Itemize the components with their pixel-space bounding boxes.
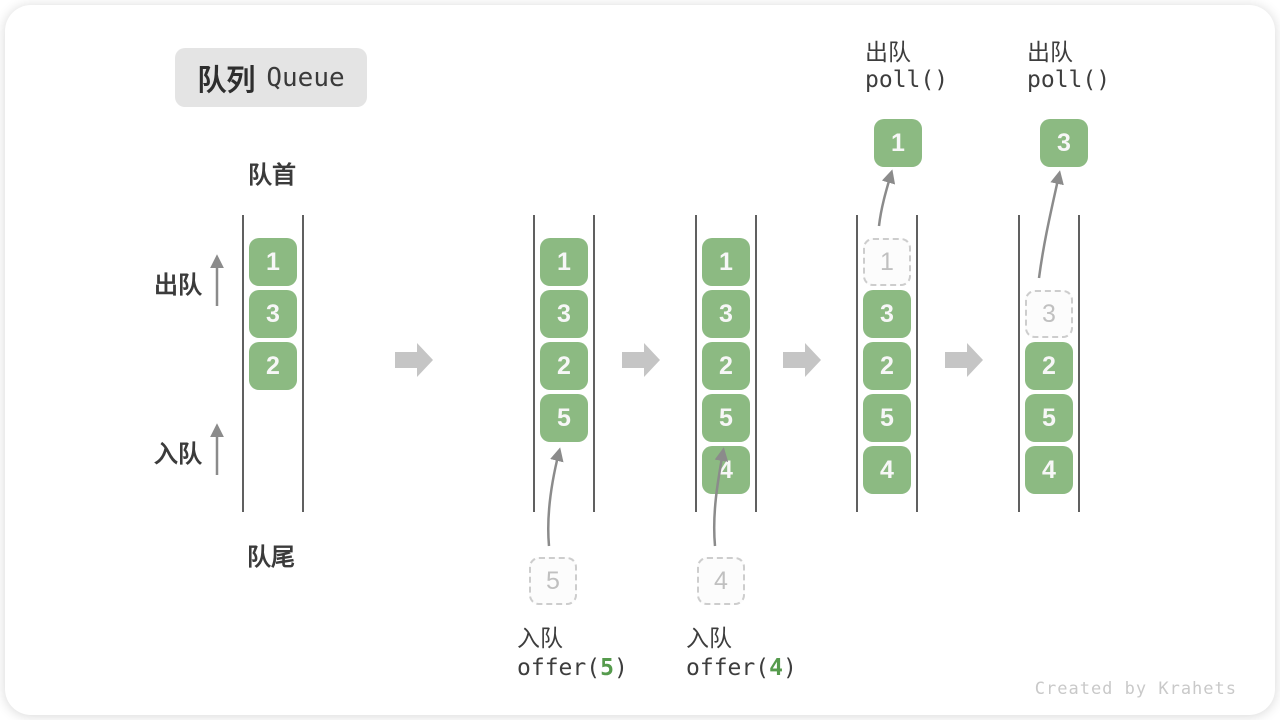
queue-block: 3 <box>540 290 588 338</box>
op-dequeue-label: 出队 <box>1027 39 1073 65</box>
queue-block: 1 <box>702 238 750 286</box>
queue-block-removed: 3 <box>1025 290 1073 338</box>
title-en: Queue <box>266 62 345 93</box>
queue-block: 2 <box>863 342 911 390</box>
queue-block: 3 <box>702 290 750 338</box>
queue-block: 5 <box>540 394 588 442</box>
op-enqueue-code: offer(4) <box>686 655 797 681</box>
queue-block-removed: 1 <box>863 238 911 286</box>
diagram-canvas: 队列 Queue 队首 队尾 出队 入队 1 3 2 1 3 2 5 5 入队 … <box>5 5 1275 715</box>
op-arg: 5 <box>600 655 614 681</box>
queue-block: 5 <box>1025 394 1073 442</box>
label-enqueue-side: 入队 <box>154 441 202 468</box>
op-dequeue-code: poll() <box>865 67 949 93</box>
queue-block: 3 <box>249 290 297 338</box>
op-dequeue-code: poll() <box>1027 67 1111 93</box>
queue-container-1 <box>242 215 304 512</box>
queue-container-4 <box>856 215 918 512</box>
op-arg: 4 <box>769 655 783 681</box>
flow-arrow-icon <box>945 343 983 377</box>
label-dequeue-side: 出队 <box>154 272 202 299</box>
title-badge: 队列 Queue <box>175 48 367 107</box>
op-enqueue-code: offer(5) <box>517 655 628 681</box>
label-queue-front: 队首 <box>248 162 296 189</box>
queue-block: 2 <box>540 342 588 390</box>
queue-block-incoming: 4 <box>697 557 745 605</box>
dequeued-block: 3 <box>1040 119 1088 167</box>
queue-block: 4 <box>863 446 911 494</box>
flow-arrow-icon <box>395 343 433 377</box>
op-enqueue-label: 入队 <box>686 625 732 651</box>
queue-block: 5 <box>702 394 750 442</box>
queue-block: 1 <box>249 238 297 286</box>
queue-block: 4 <box>702 446 750 494</box>
op-dequeue-label: 出队 <box>865 39 911 65</box>
label-queue-rear: 队尾 <box>247 544 295 571</box>
op-enqueue-label: 入队 <box>517 625 563 651</box>
queue-block: 1 <box>540 238 588 286</box>
queue-block: 2 <box>702 342 750 390</box>
flow-arrow-icon <box>622 343 660 377</box>
queue-container-2 <box>533 215 595 512</box>
dequeued-block: 1 <box>874 119 922 167</box>
queue-block: 4 <box>1025 446 1073 494</box>
watermark: Created by Krahets <box>1034 679 1237 699</box>
queue-container-3 <box>695 215 757 512</box>
queue-block: 3 <box>863 290 911 338</box>
queue-container-5 <box>1018 215 1080 512</box>
flow-arrow-icon <box>783 343 821 377</box>
queue-block: 2 <box>1025 342 1073 390</box>
arrows-overlay <box>210 169 1064 547</box>
queue-block-incoming: 5 <box>529 557 577 605</box>
title-zh: 队列 <box>197 64 256 97</box>
queue-block: 5 <box>863 394 911 442</box>
queue-block: 2 <box>249 342 297 390</box>
